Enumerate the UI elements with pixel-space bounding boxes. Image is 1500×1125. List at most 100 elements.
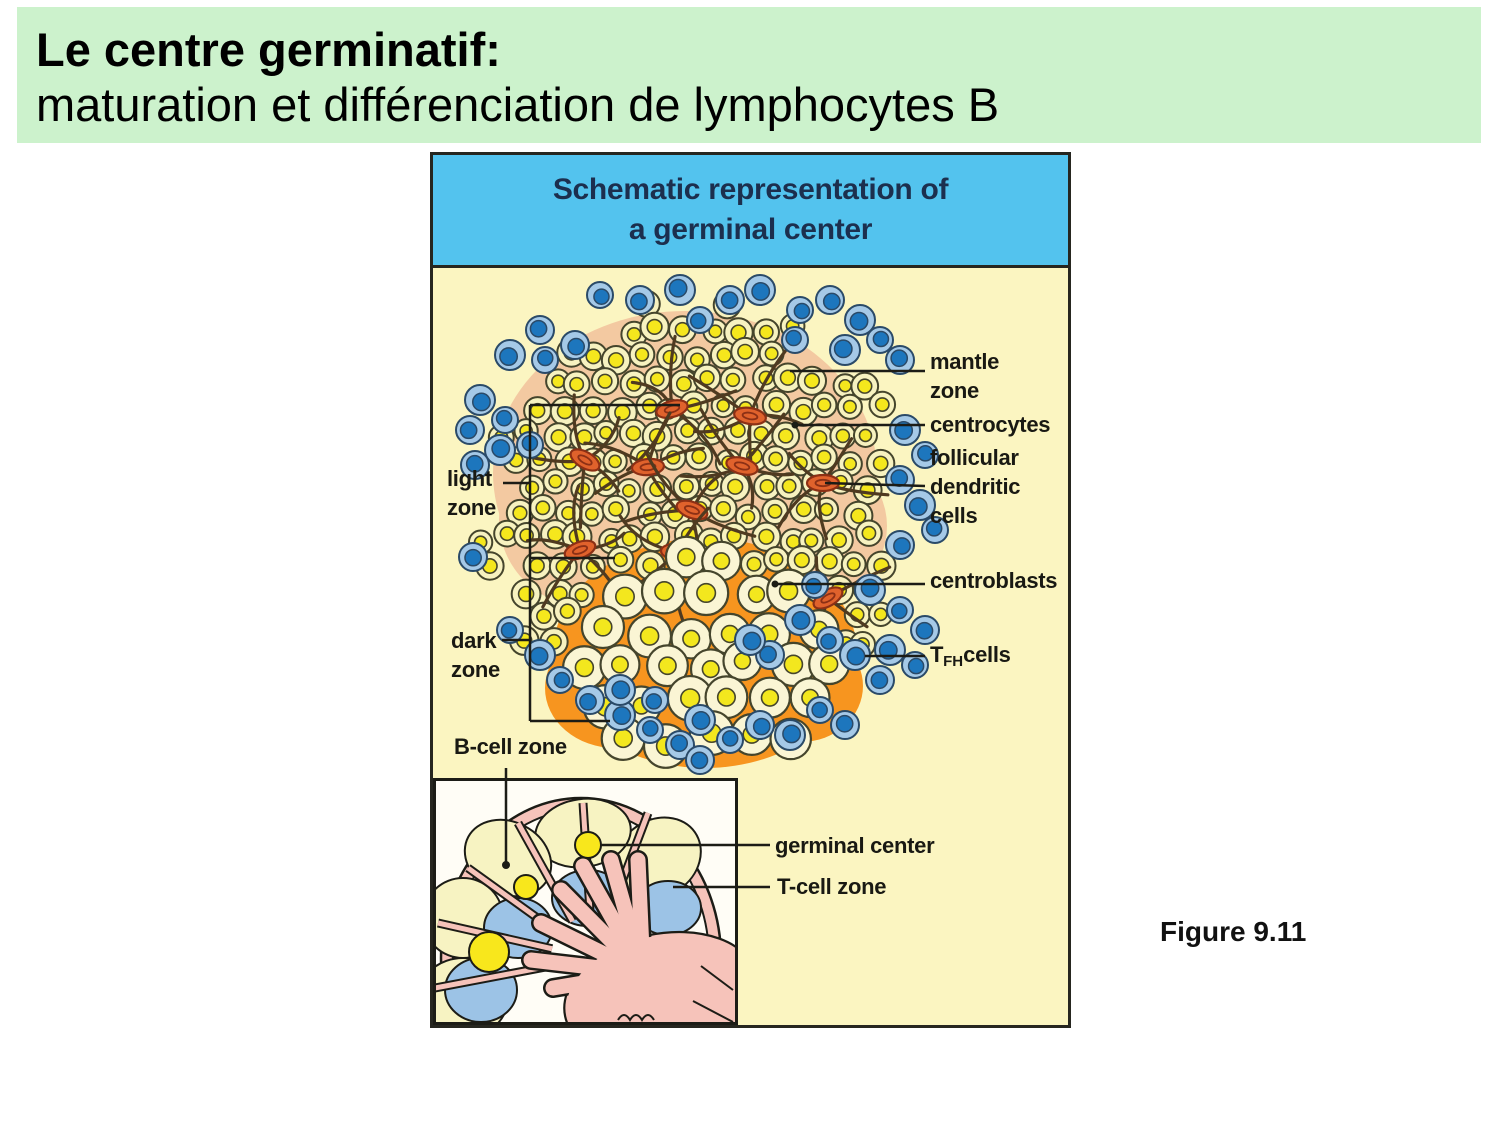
tfh-cell	[685, 745, 715, 775]
centroblast	[599, 644, 641, 686]
centrocyte	[601, 494, 631, 524]
centrocyte	[578, 396, 608, 425]
slide-title-line1: Le centre germinatif:	[36, 23, 501, 76]
figure-panel: Schematic representation of a germinal c…	[430, 152, 1071, 1028]
figure-caption: Figure 9.11	[1160, 916, 1307, 947]
centrocyte-mantle-cells	[467, 289, 897, 660]
germinal-center-art	[433, 274, 949, 1025]
tfh-cell	[575, 685, 605, 715]
tfh-cell	[546, 666, 574, 694]
tfh-cell	[781, 326, 809, 354]
label-light-zone: light zone	[447, 466, 496, 520]
tfh-cell	[494, 339, 526, 371]
tfh-cell	[865, 665, 895, 695]
tfh-cell	[886, 596, 914, 624]
centroblast	[664, 535, 708, 579]
centrocyte	[639, 311, 670, 342]
tfh-cells	[455, 274, 949, 775]
centrocyte	[513, 521, 541, 549]
centrocyte	[522, 551, 552, 581]
centrocyte	[789, 494, 819, 525]
centrocyte	[836, 393, 863, 420]
centrocyte	[672, 472, 701, 501]
tfh-cell	[464, 384, 496, 416]
centrocyte	[758, 340, 785, 367]
label-centroblasts: centroblasts	[930, 568, 1058, 593]
centrocyte	[788, 396, 819, 427]
centrocyte	[579, 501, 605, 527]
tfh-cell	[458, 542, 488, 572]
tfh-cell	[484, 434, 516, 466]
tfh-cell	[641, 686, 669, 714]
tfh-cell	[911, 441, 939, 469]
centrocyte	[739, 550, 769, 579]
figure-title-line2: a germinal center	[628, 213, 873, 246]
centrocyte	[840, 551, 867, 578]
tfh-cell	[854, 574, 886, 606]
centrocyte	[753, 472, 782, 501]
centrocyte	[786, 545, 817, 576]
tfh-cell	[866, 326, 894, 354]
tfh-cell	[815, 285, 845, 315]
centrocyte	[606, 545, 635, 574]
tfh-subscript: FH	[943, 653, 964, 670]
centrocyte	[868, 390, 897, 419]
centrocyte	[775, 472, 803, 500]
label-follicular-dendritic-cells: follicular dendritic cells	[930, 445, 1021, 528]
centrocyte	[590, 367, 620, 396]
centrocyte	[763, 546, 790, 573]
tfh-cell	[604, 699, 636, 731]
tfh-cell	[901, 651, 929, 679]
tfh-cell	[885, 530, 915, 560]
tfh-cell	[524, 639, 556, 671]
centrocyte	[796, 365, 828, 396]
tfh-cell	[525, 315, 555, 345]
label-mantle-zone: mantle zone	[930, 349, 1000, 403]
slide-title-line2: maturation et différenciation de lymphoc…	[36, 78, 1000, 131]
centrocyte	[829, 422, 857, 450]
centrocyte	[628, 341, 656, 368]
tfh-cell	[885, 345, 915, 375]
centrocyte	[866, 448, 896, 479]
fdc-body	[725, 456, 759, 476]
centrocyte	[762, 445, 790, 473]
centroblast	[646, 644, 689, 688]
label-b-cell-zone: B-cell zone	[454, 734, 567, 759]
tfh-cell	[806, 696, 834, 724]
centrocyte	[752, 318, 780, 346]
tfh-cell	[460, 450, 490, 480]
tfh-cell	[889, 414, 921, 446]
tfh-cell	[885, 465, 915, 495]
tfh-cell	[686, 306, 714, 334]
tfh-cell	[491, 406, 519, 434]
figure-title: Schematic representation of a germinal c…	[433, 155, 1068, 268]
tfh-cell	[734, 624, 766, 656]
figure-title-line1: Schematic representation of	[552, 173, 949, 206]
tfh-cell	[744, 274, 776, 306]
centroblast	[580, 604, 626, 650]
tfh-cell	[664, 274, 696, 306]
tfh-cell	[784, 604, 816, 636]
slide-header: Le centre germinatif: maturation et diff…	[17, 7, 1481, 143]
tfh-cell	[910, 615, 940, 645]
tfh-cell	[560, 330, 590, 360]
centrocyte	[734, 503, 762, 531]
tfh-cell	[816, 626, 844, 654]
centroblast	[704, 675, 749, 720]
tfh-cell	[684, 704, 716, 736]
label-dark-zone: dark zone	[451, 628, 500, 682]
centrocyte	[643, 365, 671, 393]
tfh-t: T	[930, 642, 944, 667]
centrocyte	[787, 449, 814, 477]
tfh-cell	[745, 710, 775, 740]
centrocyte	[719, 366, 747, 394]
centrocyte	[542, 468, 569, 495]
centrocyte	[810, 391, 838, 419]
tfh-cell	[496, 616, 524, 644]
tfh-cell	[636, 716, 664, 744]
tfh-cell	[665, 730, 695, 760]
tfh-cell	[830, 710, 860, 740]
centrocyte	[730, 336, 760, 367]
label-t-cell-zone: T-cell zone	[777, 874, 887, 899]
